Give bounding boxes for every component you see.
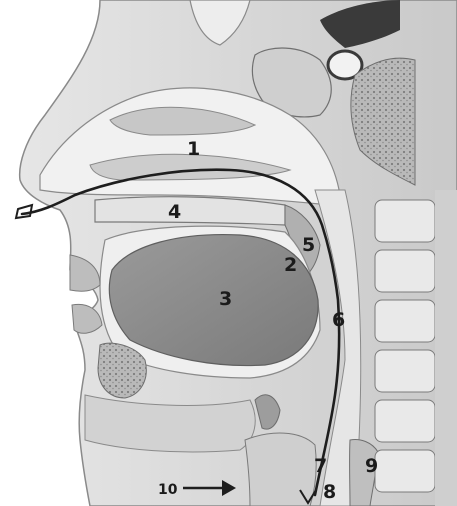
label-3: 3 bbox=[219, 288, 232, 310]
label-7: 7 bbox=[314, 455, 327, 477]
vertebra bbox=[375, 400, 435, 442]
label-2: 2 bbox=[284, 254, 297, 276]
vertebra bbox=[375, 350, 435, 392]
hard-palate bbox=[95, 197, 285, 225]
label-9: 9 bbox=[365, 455, 378, 477]
spinal-column-back bbox=[435, 190, 457, 506]
vertebra bbox=[375, 200, 435, 242]
vertebra bbox=[375, 250, 435, 292]
vertebra bbox=[375, 300, 435, 342]
label-4: 4 bbox=[168, 201, 181, 223]
vertebra bbox=[375, 450, 435, 492]
larynx bbox=[245, 433, 316, 506]
label-8: 8 bbox=[323, 481, 336, 503]
label-6: 6 bbox=[332, 309, 345, 331]
label-5: 5 bbox=[302, 234, 315, 256]
label-1: 1 bbox=[187, 138, 200, 160]
label-10: 10 bbox=[158, 482, 178, 498]
